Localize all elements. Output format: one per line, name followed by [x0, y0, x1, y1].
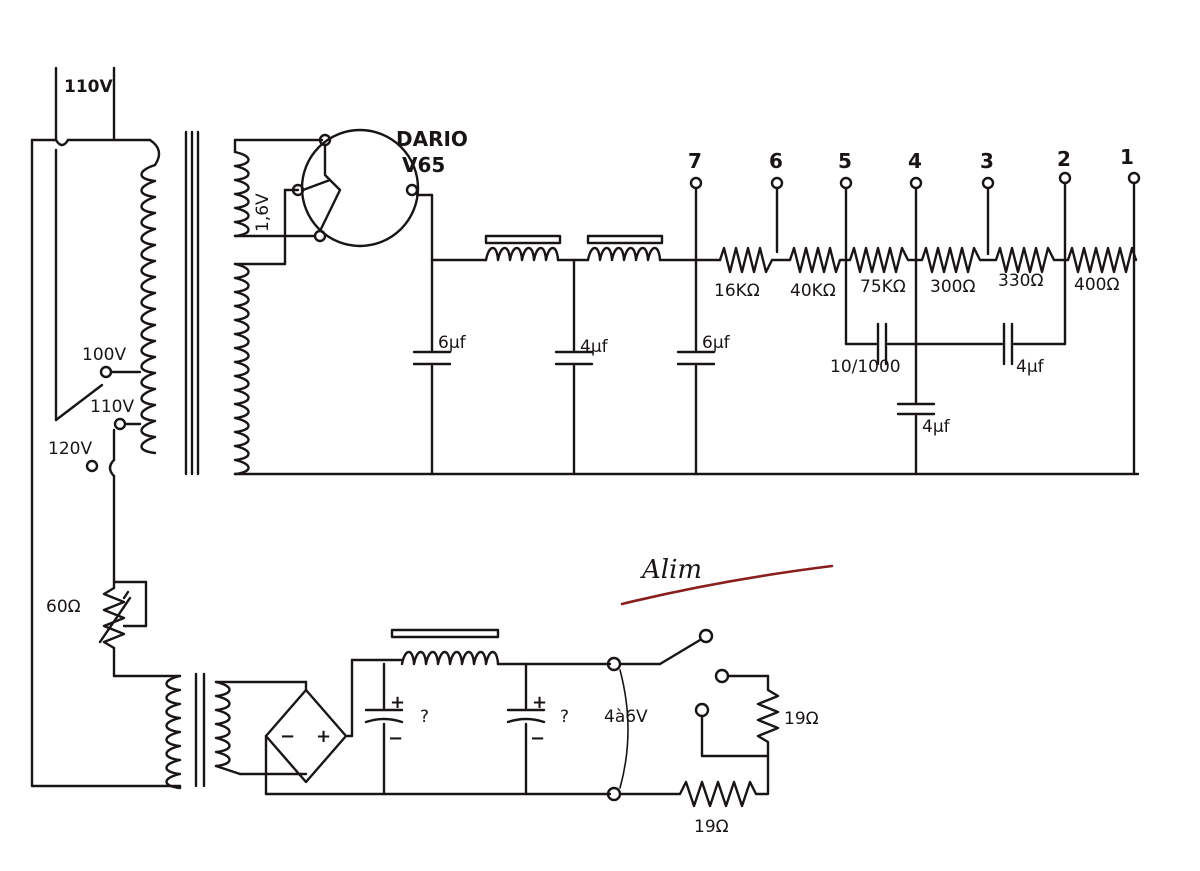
- output-tap-3: 3: [980, 149, 994, 173]
- cap1-plus: +: [390, 692, 405, 713]
- polarity-marks: + − + − − +: [280, 692, 547, 749]
- cap2-plus: +: [532, 692, 547, 713]
- supply-output-label: 4à6V: [604, 707, 648, 727]
- bypass-network: [844, 322, 1067, 476]
- filament-voltage-label: 1,6V: [253, 193, 273, 232]
- supply-title: Alim: [640, 555, 702, 585]
- output-switch: [606, 628, 770, 802]
- resistor-330-label: 330Ω: [998, 271, 1043, 291]
- bridge-rectifier: [214, 658, 404, 796]
- mains-input: [54, 66, 116, 142]
- electrolytic-capacitor-1: [364, 662, 404, 796]
- resistor-300-label: 300Ω: [930, 277, 975, 297]
- filter-capacitor-1: [412, 258, 452, 476]
- resistor-400-label: 400Ω: [1074, 275, 1119, 295]
- bypass-cap-1-label: 10/1000: [830, 357, 901, 377]
- mains-voltage-label: 110V: [64, 77, 113, 97]
- cap-1-unknown-label: ?: [420, 707, 429, 727]
- cap2-minus: −: [530, 728, 545, 749]
- load-resistor-1-label: 19Ω: [784, 709, 819, 729]
- resistor-40k-label: 40KΩ: [790, 281, 836, 301]
- tube-name: DARIO: [396, 127, 468, 151]
- electrolytic-capacitor-2: [506, 662, 546, 796]
- lv-primary-winding: [165, 674, 182, 790]
- transformer-core: [184, 130, 200, 476]
- output-tap-7: 7: [688, 149, 702, 173]
- tap-120v-label: 120V: [48, 439, 92, 459]
- output-tap-6: 6: [769, 149, 783, 173]
- output-tap-1: 1: [1120, 145, 1134, 169]
- cap-2-unknown-label: ?: [560, 707, 569, 727]
- hv-wires: [233, 234, 1140, 476]
- resistor-75k-label: 75KΩ: [860, 277, 906, 297]
- rheostat: [98, 580, 182, 678]
- load-resistor-2: [618, 780, 770, 808]
- tap-110v-label: 110V: [90, 397, 134, 417]
- filter-cap-3-label: 6μf: [702, 333, 731, 353]
- lv-choke: [390, 628, 612, 666]
- hv-winding: [233, 262, 250, 476]
- filter-cap-1-label: 6μf: [438, 333, 467, 353]
- primary-frame-wires: [30, 138, 182, 788]
- bypass-cap-2-label: 4μf: [1016, 357, 1045, 377]
- lv-secondary-winding: [214, 680, 231, 768]
- output-tap-4: 4: [908, 149, 922, 173]
- rheostat-label: 60Ω: [46, 597, 81, 617]
- filter-capacitor-2: [554, 258, 594, 476]
- load-resistor-1: [756, 674, 780, 788]
- voltage-divider: [718, 246, 1138, 274]
- filter-cap-2-label: 4μf: [580, 337, 609, 357]
- output-tap-2: 2: [1057, 147, 1071, 171]
- filter-capacitor-3: [676, 186, 716, 476]
- output-terminals: [689, 171, 1141, 476]
- title-underline: [620, 564, 834, 606]
- output-tap-5: 5: [838, 149, 852, 173]
- bypass-cap-3-label: 4μf: [922, 417, 951, 437]
- voltage-selector: [54, 365, 142, 590]
- resistor-16k-label: 16KΩ: [714, 281, 760, 301]
- tube-model: V65: [402, 153, 445, 177]
- primary-winding: [140, 163, 157, 455]
- cap1-minus: −: [388, 728, 403, 749]
- tap-100v-label: 100V: [82, 345, 126, 365]
- rectifier-tube: [291, 128, 434, 262]
- filament-winding: [233, 150, 250, 238]
- choke-2: [586, 234, 664, 262]
- load-resistor-2-label: 19Ω: [694, 817, 729, 837]
- bridge-minus: −: [280, 726, 295, 747]
- bridge-plus: +: [316, 726, 331, 747]
- lv-transformer-core: [194, 672, 206, 788]
- choke-1: [484, 234, 562, 262]
- filament-wires: [233, 138, 324, 238]
